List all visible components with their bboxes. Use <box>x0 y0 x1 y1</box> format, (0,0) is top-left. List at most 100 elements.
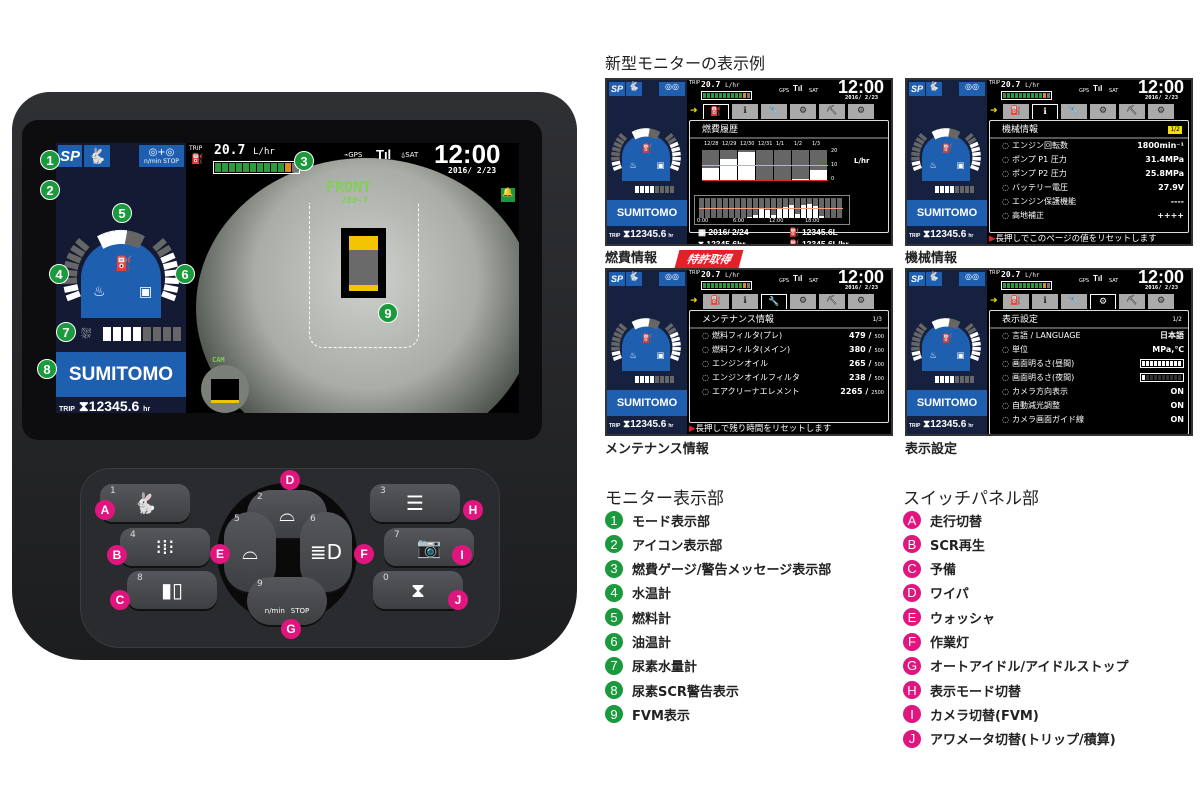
tab-fuel[interactable]: ⛽ <box>1003 294 1029 309</box>
tab-settings[interactable]: ⚙ <box>848 104 874 119</box>
brand-label: SUMITOMO <box>907 200 987 226</box>
tab-settings[interactable]: ⚙ <box>1148 104 1174 119</box>
fuel-gauge-segment <box>743 93 746 98</box>
water-temp-segment <box>612 354 622 361</box>
hours-value: 12345.6 <box>930 419 967 430</box>
row-value: 31.4MPa <box>1145 153 1184 167</box>
row-label: ポンプ P1 圧力 <box>1011 155 1067 164</box>
reference-line <box>699 208 843 209</box>
water-temp-segment <box>912 164 922 171</box>
tab-maintenance[interactable]: 🔧 <box>1061 104 1087 119</box>
tab-machine[interactable]: ℹ <box>732 294 758 309</box>
oil-temp-segment <box>669 141 679 149</box>
water-temp-segment <box>613 331 623 339</box>
fuel-segment <box>635 129 642 139</box>
hourly-bar <box>789 205 794 218</box>
c-switch-button[interactable]: ▮▯8 <box>127 571 217 609</box>
model-label: 200-7 <box>341 196 369 206</box>
fuel-rate-unit: L/hr <box>725 272 740 279</box>
callout-8: 8 <box>37 359 57 379</box>
tab-display[interactable]: ⚙ <box>790 104 816 119</box>
info-row: ◌画面明るさ(夜間) <box>990 371 1188 385</box>
caption-machine: 機械情報 <box>905 251 958 266</box>
tab-attachment[interactable]: ⛏ <box>1119 104 1145 119</box>
legend-label: 水温計 <box>632 587 672 603</box>
value-text: ---- <box>1170 197 1184 206</box>
h-switch-button[interactable]: ☰3 <box>370 484 460 522</box>
row-value: MPa,℃ <box>1152 343 1184 357</box>
trip-label: TRIP <box>609 423 621 429</box>
fuel-gauge-segment <box>707 283 710 288</box>
hours-unit: hr <box>968 423 974 429</box>
fuel-filter-icon: ◌ <box>702 331 709 340</box>
tab-display[interactable]: ⚙ <box>1090 104 1116 119</box>
arrow-icon: ➜ <box>690 296 698 306</box>
fuel-gauge-segment <box>1023 283 1026 288</box>
fuel-segment <box>945 128 950 137</box>
tab-machine[interactable]: ℹ <box>732 104 758 119</box>
tab-settings[interactable]: ⚙ <box>1148 294 1174 309</box>
fuel-gauge-segment <box>250 163 256 172</box>
tab-display[interactable]: ⚙ <box>1090 294 1116 309</box>
fuel-gauge-segment <box>747 283 750 288</box>
tab-fuel[interactable]: ⛽ <box>703 104 729 119</box>
legend-marker: 4 <box>605 583 623 602</box>
fuel-gauge-segment <box>1003 283 1006 288</box>
auto-idle-icon: ◎◎ <box>659 82 685 96</box>
fuel-gauge-segment <box>731 283 734 288</box>
tab-attachment[interactable]: ⛏ <box>819 294 845 309</box>
tab-maintenance[interactable]: 🔧 <box>761 104 787 119</box>
urea-segment <box>940 186 944 193</box>
tab-maintenance[interactable]: 🔧 <box>761 294 787 309</box>
oil-temp-segment <box>162 260 178 270</box>
row-label: ポンプ P2 圧力 <box>1011 169 1067 178</box>
sun-icon: ◌ <box>1002 359 1009 368</box>
a-switch-button[interactable]: 🐇1 <box>100 484 190 522</box>
tab-fuel[interactable]: ⛽ <box>703 294 729 309</box>
urea-segment <box>945 376 949 383</box>
value-text: 380 / <box>849 345 872 354</box>
tab-display[interactable]: ⚙ <box>790 294 816 309</box>
fuel-segment <box>114 229 122 245</box>
fuel-gauge-segment <box>1019 283 1022 288</box>
list-icon: ☰ <box>406 491 424 515</box>
water-temp-segment <box>618 322 628 332</box>
row-value: ON <box>1171 385 1185 399</box>
fuel-segment <box>638 128 644 138</box>
tab-fuel[interactable]: ⛽ <box>1003 104 1029 119</box>
x-axis-line <box>702 180 828 181</box>
hours-value: 12345.6 <box>930 229 967 240</box>
i-switch-button[interactable]: 📷7 <box>384 528 474 566</box>
urea-segment <box>935 186 939 193</box>
brightness-segment <box>1146 361 1149 366</box>
brand-label: SUMITOMO <box>56 352 186 397</box>
j-switch-button[interactable]: ⧗0 <box>373 571 463 609</box>
row-label-wrap: ◌カメラ画面ガイド線 <box>1002 413 1084 427</box>
left-panel: SP 🐇 ◎+◎ n/min STOP ⛽♨▣ ⛆ SUMITOMO TRIP … <box>56 143 186 413</box>
row-label: エンジンオイル <box>711 359 768 368</box>
tab-machine[interactable]: ℹ <box>1032 294 1058 309</box>
tab-settings[interactable]: ⚙ <box>848 294 874 309</box>
oil-temp-icon: ▣ <box>657 160 665 170</box>
calendar-icon: ▦ <box>698 227 709 237</box>
b-switch-button[interactable]: ⁝⁞⁝4 <box>120 528 210 566</box>
day-tick-label: 12/31 <box>758 141 773 147</box>
tab-machine[interactable]: ℹ <box>1032 104 1058 119</box>
tab-attachment[interactable]: ⛏ <box>1119 294 1145 309</box>
tab-maintenance[interactable]: 🔧 <box>1061 294 1087 309</box>
arrow-icon: ➜ <box>990 106 998 116</box>
urea-segment <box>143 327 151 341</box>
row-label-wrap: ◌エンジンオイルフィルタ <box>702 371 800 385</box>
panel-title-text: メンテナンス情報 <box>702 315 774 325</box>
legend-marker: 6 <box>605 632 623 651</box>
y-tick-label: 10 <box>831 162 838 168</box>
oil-temp-segment <box>971 350 981 356</box>
tab-attachment[interactable]: ⛏ <box>819 104 845 119</box>
urea-segment <box>955 186 959 193</box>
